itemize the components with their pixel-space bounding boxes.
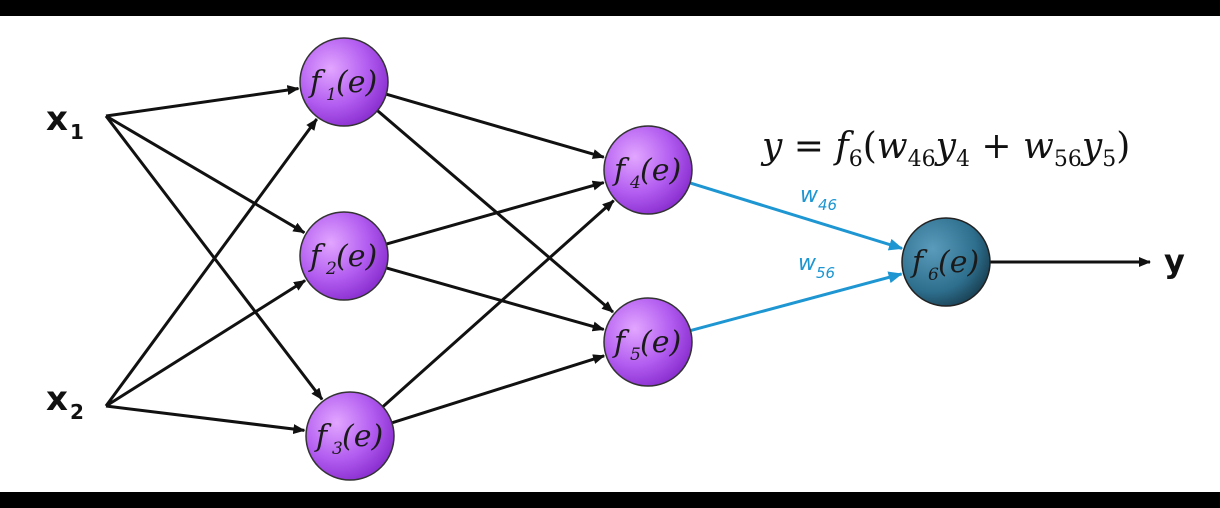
neuron-f1-arg: (e)	[336, 65, 377, 100]
weight-w46-subscript: 46	[818, 196, 837, 214]
neuron-f5: f 5 (e)	[603, 297, 693, 387]
edge-x2-f2	[105, 279, 306, 408]
input-x2-label: x 2	[46, 379, 84, 424]
edge-f3-f5	[391, 354, 606, 425]
neuron-f4-circle	[603, 125, 693, 215]
edge-f4-f6	[689, 181, 904, 251]
weight-w46-label: w 46	[800, 183, 837, 214]
weight-w56-label: w 56	[798, 251, 835, 282]
neuron-f6: f 6 (e)	[901, 217, 991, 307]
weight-w56-subscript: 56	[816, 264, 835, 282]
neuron-f2-arg: (e)	[336, 239, 377, 274]
edge-x1-f2	[105, 114, 306, 234]
neuron-f6-subscript: 6	[928, 265, 939, 285]
neuron-f5-arg: (e)	[640, 325, 681, 360]
neuron-f1: f 1 (e)	[299, 37, 389, 127]
edge-x2-f1	[104, 118, 318, 407]
neuron-f5-circle	[603, 297, 693, 387]
neuron-f1-subscript: 1	[326, 85, 337, 105]
input-x2-text: x	[46, 379, 68, 419]
formula-open-paren: (	[863, 126, 877, 167]
neuron-f1-circle	[299, 37, 389, 127]
edge-f2-f4	[385, 180, 605, 246]
formula-y2: y	[1080, 126, 1103, 167]
neuron-f6-arg: (e)	[938, 245, 979, 280]
input-x1-subscript: 1	[70, 120, 84, 144]
neuron-f6-circle	[901, 217, 991, 307]
neuron-f4-subscript: 4	[629, 173, 641, 193]
neuron-f4: f 4 (e)	[603, 125, 693, 215]
edge-x1-f1	[105, 85, 300, 118]
edge-x2-f3	[105, 404, 306, 435]
formula-close-paren: )	[1116, 126, 1130, 167]
edge-f1-f4	[385, 92, 605, 159]
diagram-canvas: x 1 x 2 f 1 (e) f 2 (e) f	[0, 16, 1220, 492]
edge-f1-f5	[376, 109, 615, 314]
formula-w2-subscript: 56	[1054, 147, 1082, 172]
formula-func-subscript: 6	[849, 147, 863, 172]
formula-y1: y	[934, 126, 957, 167]
input-x1-text: x	[46, 99, 68, 139]
neuron-f3-subscript: 3	[332, 439, 343, 459]
input-x2-subscript: 2	[70, 400, 84, 424]
formula-w1: w	[877, 126, 908, 167]
neuron-f3-circle	[305, 391, 395, 481]
formula-y1-subscript: 4	[956, 147, 970, 172]
neuron-f4-arg: (e)	[640, 153, 681, 188]
formula-lhs: y	[760, 126, 783, 167]
neuron-f5-subscript: 5	[630, 345, 641, 365]
formula-w2: w	[1023, 126, 1054, 167]
neuron-f2-subscript: 2	[325, 259, 337, 279]
weight-w46-text: w	[800, 183, 819, 208]
edge-f5-f6	[690, 271, 903, 333]
neuron-f2-circle	[299, 211, 389, 301]
edge-f2-f5	[385, 266, 605, 332]
output-y-label: y	[1164, 242, 1185, 280]
edge-f3-f4	[381, 199, 615, 408]
output-formula: y = f6(w46y4 + w56y5)	[760, 126, 1130, 172]
formula-plus: +	[970, 126, 1023, 167]
input-x1-label: x 1	[46, 99, 84, 144]
neuron-f3: f 3 (e)	[305, 391, 395, 481]
formula-y2-subscript: 5	[1102, 147, 1116, 172]
neuron-f3-arg: (e)	[342, 419, 383, 454]
formula-equals: =	[782, 126, 835, 167]
neural-network-diagram: x 1 x 2 f 1 (e) f 2 (e) f	[46, 37, 1185, 481]
weight-w56-text: w	[798, 251, 817, 276]
formula-w1-subscript: 46	[908, 147, 936, 172]
connection-layer	[104, 85, 1151, 435]
neuron-f2: f 2 (e)	[299, 211, 389, 301]
